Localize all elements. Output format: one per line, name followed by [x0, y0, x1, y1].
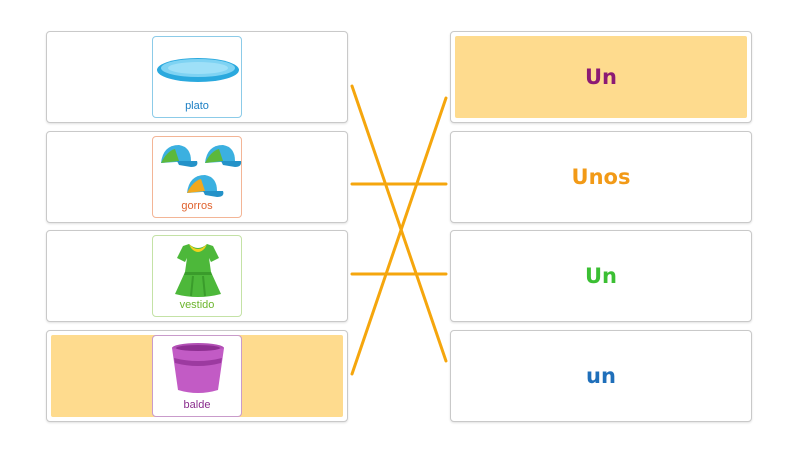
article-word: un — [586, 364, 616, 388]
picture-label: plato — [185, 100, 209, 112]
picture-card-plato: plato — [152, 36, 242, 118]
left-card-vestido[interactable]: vestido — [46, 230, 348, 322]
plate-icon — [157, 58, 239, 82]
bucket-icon — [172, 343, 224, 393]
right-card-3[interactable]: Un — [450, 230, 752, 322]
dress-icon — [175, 244, 221, 297]
left-card-balde[interactable]: balde — [46, 330, 348, 422]
picture-label: balde — [183, 399, 211, 411]
article-word: Un — [584, 65, 617, 89]
article-word: Unos — [571, 165, 631, 189]
connector-line — [350, 96, 448, 376]
picture-card-balde: balde — [152, 335, 242, 417]
picture-card-vestido: vestido — [152, 235, 242, 317]
right-card-2[interactable]: Unos — [450, 131, 752, 223]
selected-highlight — [455, 36, 747, 118]
caps-icon — [161, 145, 242, 197]
left-card-plato[interactable]: plato — [46, 31, 348, 123]
connector-line — [350, 84, 448, 363]
left-card-gorros[interactable]: gorros — [46, 131, 348, 223]
picture-label: vestido — [179, 299, 215, 311]
right-card-4[interactable]: un — [450, 330, 752, 422]
picture-card-gorros: gorros — [152, 136, 242, 218]
article-word: Un — [584, 264, 617, 288]
right-card-1[interactable]: Un — [450, 31, 752, 123]
picture-label: gorros — [181, 200, 213, 212]
